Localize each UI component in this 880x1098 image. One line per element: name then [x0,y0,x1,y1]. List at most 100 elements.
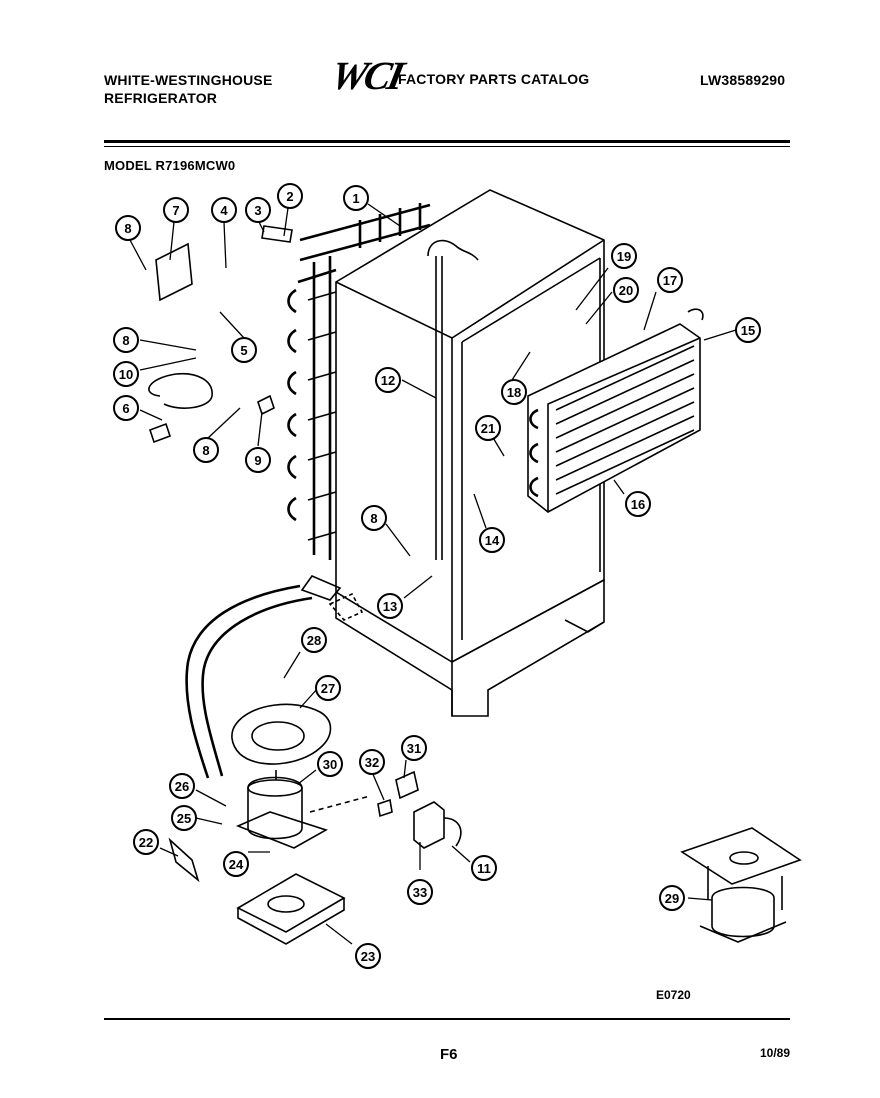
callout-label: 31 [407,741,421,756]
callout: 8 [113,327,139,353]
callout: 17 [657,267,683,293]
callout: 28 [301,627,327,653]
wire-11 [443,817,462,847]
relay-31 [395,770,419,800]
callout-label: 3 [254,203,261,218]
callout: 26 [169,773,195,799]
callout-label: 12 [381,373,395,388]
callout-label: 32 [365,755,379,770]
dashed-connector [309,795,371,813]
callout: 30 [317,751,343,777]
tube-clip [300,575,342,601]
callout-label: 1 [352,191,359,206]
callout: 22 [133,829,159,855]
header-rule-top [104,140,790,143]
callout-label: 8 [202,443,209,458]
callout: 25 [171,805,197,831]
catalog-number: LW38589290 [700,72,786,88]
tube-outlet [328,592,364,621]
callout: 8 [193,437,219,463]
capacitor-33 [413,801,445,849]
callout: 14 [479,527,505,553]
callout: 33 [407,879,433,905]
callout: 2 [277,183,303,209]
callout: 19 [611,243,637,269]
callout-label: 8 [370,511,377,526]
callout: 31 [401,735,427,761]
callout-label: 25 [177,811,191,826]
callout-label: 30 [323,757,337,772]
callout-label: 26 [175,779,189,794]
callout: 29 [659,885,685,911]
callout: 7 [163,197,189,223]
callout-label: 22 [139,835,153,850]
callout: 10 [113,361,139,387]
callout-label: 11 [477,861,491,876]
drain-pan [231,703,332,765]
footer-rule [104,1018,790,1020]
header-rule-bottom [104,146,790,147]
inset-compressor [680,827,802,943]
callout: 11 [471,855,497,881]
callout: 3 [245,197,271,223]
brand-line-1: WHITE-WESTINGHOUSE [104,72,273,88]
brand-line-2: REFRIGERATOR [104,90,218,106]
callout: 27 [315,675,341,701]
callout: 24 [223,851,249,877]
power-cord-6 [148,372,213,409]
clamp-9 [257,394,275,416]
condenser-coil [287,203,431,560]
callout: 6 [113,395,139,421]
callout-label: 7 [172,203,179,218]
terminal-2 [261,225,293,243]
footer-date: 10/89 [760,1046,791,1060]
callout: 20 [613,277,639,303]
callout: 4 [211,197,237,223]
callout-label: 27 [321,681,335,696]
callout: 21 [475,415,501,441]
callout-label: 28 [307,633,321,648]
model-label: MODEL R7196MCW0 [104,158,236,173]
water-tube [185,584,313,779]
leader-lines [129,203,737,945]
callout-label: 2 [286,189,293,204]
drier-22 [168,837,200,883]
callout: 15 [735,317,761,343]
callout: 16 [625,491,651,517]
callout-label: 9 [254,453,261,468]
callout: 23 [355,943,381,969]
plug [148,422,172,444]
callout-label: 19 [617,249,631,264]
callout-label: 20 [619,283,633,298]
drain-tube [427,239,479,560]
callout-label: 21 [481,421,495,436]
compressor [235,770,328,849]
callout: 1 [343,185,369,211]
callout-label: 24 [229,857,244,872]
page-code: F6 [440,1046,458,1063]
callout-label: 29 [665,891,679,906]
callout-label: 23 [361,949,375,964]
callout-label: 4 [220,203,228,218]
refrigerator-cabinet [335,189,605,717]
callout-label: 5 [240,343,247,358]
callout-label: 17 [663,273,677,288]
callout: 32 [359,749,385,775]
callout: 12 [375,367,401,393]
callout-label: 10 [119,367,133,382]
catalog-title: FACTORY PARTS CATALOG [398,71,590,87]
callout-label: 8 [122,333,129,348]
bracket-7 [155,242,193,302]
callout-label: 18 [507,385,521,400]
callout: 8 [361,505,387,531]
callout: 9 [245,447,271,473]
callout: 18 [501,379,527,405]
drawing-code: E0720 [656,988,691,1002]
callout-label: 8 [124,221,131,236]
overload-32 [377,798,393,818]
callouts: 1 2 3 4 7 8 8 10 5 6 8 9 12 8 13 14 21 1… [113,183,761,969]
compressor-base [236,873,346,945]
callout-label: 13 [383,599,397,614]
callout: 13 [377,593,403,619]
